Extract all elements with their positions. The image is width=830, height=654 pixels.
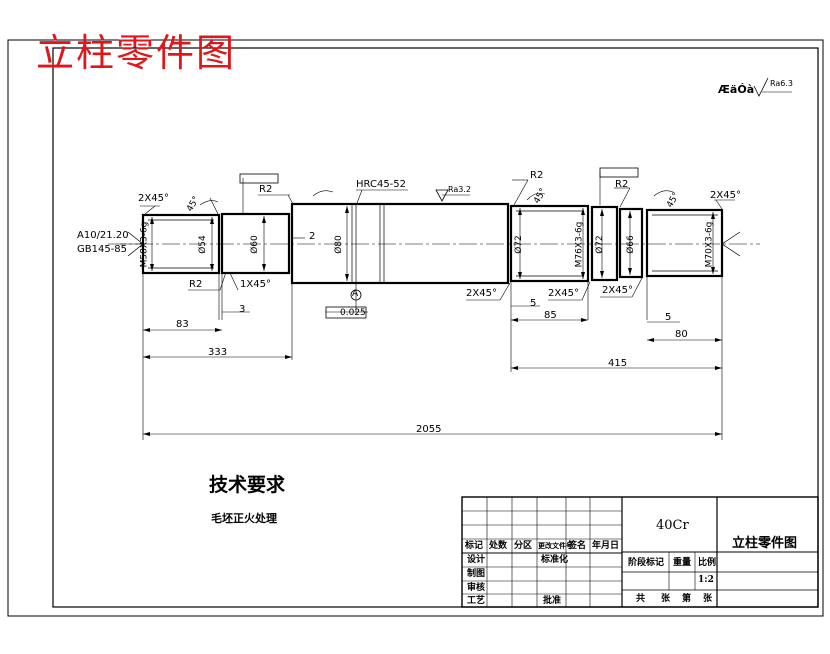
material-label: 40Cr <box>656 518 689 533</box>
length-333-label: 333 <box>208 347 228 358</box>
chamfer-right-label: 2X45° <box>710 190 741 201</box>
datum-symbol <box>350 289 362 301</box>
radius-left-bottom: R2 <box>189 279 203 290</box>
leader-lines <box>120 91 792 313</box>
tb-header-date: 年月日 <box>592 541 620 551</box>
tb-header-change-doc: 更改文件号 <box>538 541 573 550</box>
outer-frame <box>7 39 824 617</box>
tb-header-zone: 分区 <box>514 541 533 551</box>
center-hole-spec-1: A10/21.20 <box>77 230 129 241</box>
gap-2-label: 2 <box>309 231 316 242</box>
tb-sheet-unit-2: 张 <box>703 594 713 604</box>
dia-66-label: Ø66 <box>625 235 636 254</box>
hardness-label: HRC45-52 <box>356 179 407 190</box>
thread-mid-label: M76X3-6g <box>574 221 585 268</box>
surface-finish-note: ÆäÓà <box>718 83 755 96</box>
title-block-grid <box>461 496 819 608</box>
radius-right-2: R2 <box>615 179 629 190</box>
dia-72a-label: Ø72 <box>513 235 524 254</box>
length-85-label: 85 <box>544 310 557 321</box>
length-80-label: 80 <box>675 329 688 340</box>
dia-72b-label: Ø72 <box>594 235 605 254</box>
tb-header-signature: 签名 <box>568 541 587 551</box>
thread-right-label: M70X3-6g <box>704 221 715 268</box>
tb-header-count: 处数 <box>489 541 508 551</box>
length-415-label: 415 <box>608 358 628 369</box>
tb-stage-mark: 阶段标记 <box>628 558 665 568</box>
dimension-lines <box>143 237 722 435</box>
tb-label-process: 工艺 <box>467 596 486 606</box>
surface-ra32-label: Ra3.2 <box>448 185 472 194</box>
dia-80-label: Ø80 <box>333 235 344 254</box>
inner-frame <box>52 47 819 608</box>
tb-label-drawing: 制图 <box>467 569 486 579</box>
tb-sheet-unit-1: 张 <box>661 594 671 604</box>
thread-lines <box>148 204 718 283</box>
tb-sheet-total: 共 <box>636 594 646 604</box>
tech-requirement-item: 毛坯正火处理 <box>211 512 277 525</box>
arrowheads <box>143 206 722 436</box>
length-5a-label: 5 <box>530 298 537 309</box>
chamfer-r2-label: 2X45° <box>548 288 579 299</box>
length-5b-label: 5 <box>665 312 672 323</box>
tb-label-review: 审核 <box>467 583 486 593</box>
tb-label-approve: 批准 <box>543 596 562 606</box>
tb-weight: 重量 <box>673 558 692 568</box>
tb-header-mark: 标记 <box>465 541 484 551</box>
scale-value: 1:2 <box>698 575 714 585</box>
center-hole-marks <box>127 231 741 257</box>
tb-label-standard: 标准化 <box>541 555 569 565</box>
tb-scale-header: 比例 <box>698 558 717 568</box>
surface-finish-value: Ra6.3 <box>770 79 794 88</box>
part-name-label: 立柱零件图 <box>732 536 798 551</box>
diameter-dim-lines <box>151 206 714 281</box>
radius-right-1: R2 <box>530 170 544 181</box>
dia-60-label: Ø60 <box>249 235 260 254</box>
center-hole-spec-2: GB145-85 <box>77 244 128 255</box>
chamfer-r1-label: 2X45° <box>466 288 497 299</box>
drawing-title: 立柱零件图 <box>36 31 237 75</box>
runout-label: 0.025 <box>340 308 366 318</box>
tech-requirements-title: 技术要求 <box>209 474 286 496</box>
radius-left-top: R2 <box>259 184 273 195</box>
tolerance-frames <box>239 167 639 319</box>
thread-left-label: M58X3-6g <box>139 221 150 268</box>
datum-a-label: A <box>352 289 359 299</box>
chamfer-1x45-label: 1X45° <box>240 279 271 290</box>
chamfer-left-label: 2X45° <box>138 193 169 204</box>
surface-finish-symbols <box>435 77 769 202</box>
extension-lines <box>142 273 723 440</box>
tb-sheet-no: 第 <box>682 594 692 604</box>
length-83-label: 83 <box>176 319 189 330</box>
tb-label-design: 设计 <box>467 555 486 565</box>
chamfer-r3-label: 2X45° <box>602 285 633 296</box>
length-3-label: 3 <box>239 304 246 315</box>
angle-arcs <box>199 190 674 206</box>
dia-54-label: Ø54 <box>197 235 208 254</box>
length-2055-label: 2055 <box>416 424 442 435</box>
